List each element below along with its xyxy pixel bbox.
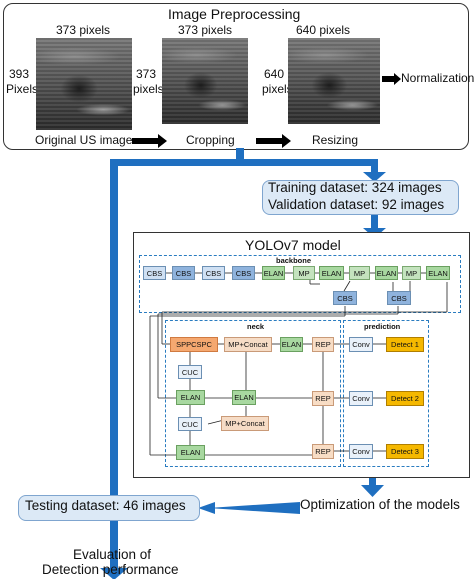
img2-side-label-1: 373 [136, 67, 157, 81]
backbone-region [139, 255, 461, 313]
backbone-mp-3: MP [402, 266, 421, 280]
arrow-right-icon [132, 134, 167, 148]
img2-caption: Cropping [186, 133, 235, 147]
pred-conv-2: Conv [349, 391, 373, 406]
img1-side-label-1: 393 [9, 67, 30, 81]
backbone-elan-3: ELAN [375, 266, 398, 280]
img3-side-label-1: 640 [264, 67, 285, 81]
arrow-right-icon [382, 73, 401, 85]
neck-region [165, 320, 341, 467]
backbone-cbs-4: CBS [232, 266, 255, 280]
neck-rep-2: REP [312, 391, 334, 406]
neck-cuc-1: CUC [178, 365, 202, 379]
neck-label: neck [247, 322, 265, 331]
backbone-mp-2: MP [349, 266, 370, 280]
normalization-label: Normalization [401, 71, 474, 85]
img1-top-label: 373 pixels [56, 23, 111, 37]
backbone-cbs-2: CBS [172, 266, 195, 280]
prediction-region [343, 320, 429, 467]
neck-mp-concat-2: MP+Concat [221, 416, 269, 431]
backbone-cbs-1: CBS [143, 266, 166, 280]
img3-caption: Resizing [312, 133, 359, 147]
backbone-elan-1: ELAN [262, 266, 285, 280]
neck-sppcspc: SPPCSPC [170, 337, 218, 352]
training-line: Training dataset: 324 images [268, 180, 442, 195]
validation-line: Validation dataset: 92 images [268, 197, 445, 212]
backbone-cbs-5: CBS [333, 291, 357, 305]
backbone-elan-4: ELAN [426, 266, 450, 280]
pred-detect-3: Detect 3 [386, 444, 424, 459]
backbone-elan-2: ELAN [319, 266, 344, 280]
backbone-cbs-3: CBS [202, 266, 225, 280]
resized-us-image [288, 38, 380, 124]
backbone-label: backbone [276, 256, 312, 265]
neck-elan-4: ELAN [176, 445, 205, 460]
prediction-label: prediction [364, 322, 401, 331]
pred-conv-1: Conv [349, 337, 373, 352]
testing-dataset-box [18, 495, 200, 521]
backbone-mp-1: MP [293, 266, 315, 280]
pred-conv-3: Conv [349, 444, 373, 459]
neck-rep-3: REP [312, 444, 334, 459]
img2-side-label-2: pixels [133, 82, 164, 96]
neck-elan-top: ELAN [280, 337, 303, 352]
img2-top-label: 373 pixels [178, 23, 233, 37]
img1-caption: Original US image [35, 133, 133, 147]
neck-rep-1: REP [312, 337, 334, 352]
optimization-label: Optimization of the models [300, 497, 460, 512]
img3-top-label: 640 pixels [296, 23, 351, 37]
model-title: YOLOv7 model [245, 237, 341, 253]
cropped-us-image [162, 38, 248, 124]
img1-side-label-2: Pixels [6, 82, 39, 96]
evaluation-line-1: Evaluation of [73, 547, 152, 562]
neck-mp-concat-1: MP+Concat [224, 337, 272, 352]
preprocessing-title: Image Preprocessing [168, 6, 301, 22]
evaluation-line-2: Detection performance [42, 562, 179, 577]
pred-detect-2: Detect 2 [386, 391, 424, 406]
neck-elan-3: ELAN [232, 390, 256, 405]
neck-elan-2: ELAN [176, 390, 205, 405]
backbone-cbs-6: CBS [387, 291, 411, 305]
arrow-right-icon [256, 134, 291, 148]
testing-dataset-label: Testing dataset: 46 images [25, 498, 186, 513]
pred-detect-1: Detect 1 [386, 337, 424, 352]
img3-side-label-2: pixels [262, 82, 293, 96]
neck-cuc-2: CUC [178, 417, 202, 431]
original-us-image [36, 38, 132, 130]
training-dataset-box [262, 180, 459, 215]
